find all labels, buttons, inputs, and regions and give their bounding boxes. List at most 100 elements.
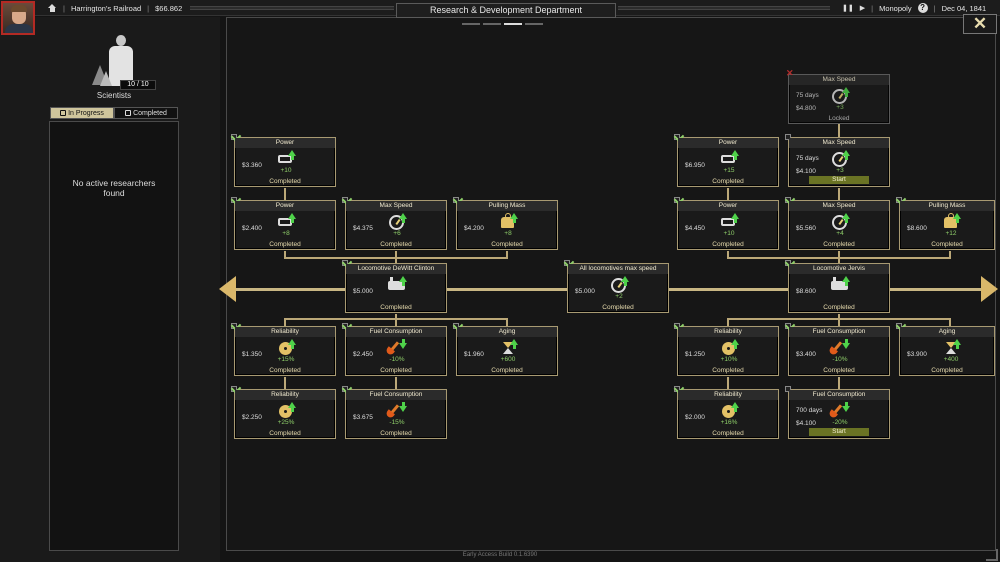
checkbox-icon [453, 323, 459, 329]
research-node-reliability[interactable]: Reliability $1.250 +10% Completed [673, 320, 779, 376]
node-status: Completed [380, 241, 412, 248]
research-node-reliability[interactable]: Reliability $2.250 +25% Completed [230, 383, 336, 439]
flask-icon [100, 71, 112, 86]
research-node-max-speed-locked[interactable]: ✕ Max Speed 75 days $4.800 +3 Locked [786, 68, 890, 124]
node-title: All locomotives max speed [568, 264, 668, 274]
research-node-reliability[interactable]: Reliability $2.000 +16% Completed [673, 383, 779, 439]
help-icon[interactable]: ? [917, 3, 928, 13]
active-research-list[interactable]: No active researchers found [49, 121, 179, 551]
node-title: Reliability [678, 390, 778, 400]
player-avatar[interactable] [1, 1, 35, 35]
scroll-left-arrow-icon[interactable] [219, 276, 236, 302]
resize-handle-icon[interactable] [986, 549, 998, 561]
play-icon[interactable]: ▶ [859, 5, 866, 12]
node-title: Power [235, 201, 335, 211]
separator: | [871, 3, 874, 13]
scroll-right-arrow-icon[interactable] [981, 276, 998, 302]
node-status: Completed [269, 241, 301, 248]
shovel-icon [387, 339, 407, 356]
tab-in-progress[interactable]: In Progress [50, 107, 114, 119]
pause-icon[interactable]: ❚❚ [842, 5, 854, 12]
node-title: Max Speed [789, 75, 889, 85]
gear-icon [276, 402, 296, 419]
research-node-reliability[interactable]: Reliability $1.350 +15% Completed [230, 320, 336, 376]
node-price: $4.200 [464, 225, 484, 232]
tree-connector [395, 314, 397, 326]
research-node-pulling-mass[interactable]: Pulling Mass $4.200 +8 Completed [452, 194, 558, 250]
game-mode: Monopoly [879, 3, 912, 13]
research-node-power[interactable]: Power $6.950 +15 Completed [673, 131, 779, 187]
research-node-max-speed[interactable]: Max Speed 75 days $4.100 +3 Start [785, 134, 890, 187]
node-status: Completed [931, 367, 963, 374]
top-bar-divider [618, 6, 830, 10]
node-days: 700 days [796, 407, 823, 414]
node-price: $3.400 [796, 351, 816, 358]
node-value: +10% [720, 356, 738, 363]
top-bar-divider [190, 6, 394, 10]
node-price: $5.000 [575, 288, 595, 295]
node-price: $1.250 [685, 351, 705, 358]
horn-icon [719, 213, 739, 230]
separator: | [147, 3, 150, 13]
node-value: +3 [836, 167, 844, 174]
node-price: $2.450 [353, 351, 373, 358]
node-status: Completed [491, 367, 523, 374]
checkbox-icon [674, 323, 680, 329]
page-dot[interactable] [525, 23, 543, 25]
page-dot[interactable] [483, 23, 501, 25]
home-icon[interactable] [48, 3, 57, 13]
node-title: Locomotive DeWitt Clinton [346, 264, 446, 274]
research-node-power[interactable]: Power $4.450 +10 Completed [673, 194, 779, 250]
research-node-locomotive-jervis[interactable]: Locomotive Jervis $8.600 Completed [784, 257, 890, 313]
research-node-fuel-consumption[interactable]: Fuel Consumption 700 days $4.100 -20% St… [785, 386, 890, 439]
research-node-aging[interactable]: Aging $1.960 +600 Completed [452, 320, 558, 376]
checkbox-icon [674, 134, 680, 140]
locked-x-icon: ✕ [786, 68, 794, 78]
node-price: $4.100 [796, 168, 816, 175]
node-value: +25% [277, 419, 295, 426]
node-price: $5.560 [796, 225, 816, 232]
close-button[interactable]: ✕ [963, 14, 997, 34]
research-node-locomotive-dewitt-clinton[interactable]: Locomotive DeWitt Clinton $5.000 Complet… [341, 257, 447, 313]
research-node-all-locomotives-max-speed[interactable]: All locomotives max speed $5.000 +2 Comp… [563, 257, 669, 313]
node-title: Locomotive Jervis [789, 264, 889, 274]
tree-connector [838, 314, 840, 326]
node-title: Max Speed [789, 138, 889, 148]
node-price: $4.100 [796, 420, 816, 427]
research-node-max-speed[interactable]: Max Speed $5.560 +4 Completed [784, 194, 890, 250]
tab-completed[interactable]: Completed [114, 107, 178, 119]
tree-connector [284, 251, 286, 258]
node-title: Aging [900, 327, 994, 337]
checkbox-icon [785, 323, 791, 329]
tree-connector [284, 377, 286, 389]
research-node-fuel-consumption[interactable]: Fuel Consumption $3.675 -15% Completed [341, 383, 447, 439]
research-node-max-speed[interactable]: Max Speed $4.375 +6 Completed [341, 194, 447, 250]
research-node-fuel-consumption[interactable]: Fuel Consumption $3.400 -10% Completed [784, 320, 890, 376]
tree-connector [727, 251, 729, 258]
node-title: Reliability [678, 327, 778, 337]
node-title: Fuel Consumption [789, 390, 889, 400]
tree-connector [284, 188, 286, 200]
checkbox-icon [674, 386, 680, 392]
start-research-button[interactable]: Start [809, 176, 869, 184]
company-name[interactable]: Harrington's Railroad [70, 3, 142, 13]
research-node-power[interactable]: Power $2.400 +8 Completed [230, 194, 336, 250]
research-node-aging[interactable]: Aging $3.900 +400 Completed [895, 320, 995, 376]
page-dot[interactable] [462, 23, 480, 25]
research-node-pulling-mass[interactable]: Pulling Mass $8.600 +12 Completed [895, 194, 995, 250]
hourglass-icon [498, 339, 518, 356]
node-value: +15% [277, 356, 295, 363]
start-research-button[interactable]: Start [809, 428, 869, 436]
tree-connector [838, 124, 840, 137]
node-status: Completed [380, 304, 412, 311]
gear-icon [719, 339, 739, 356]
node-status: Completed [712, 241, 744, 248]
node-status: Completed [491, 241, 523, 248]
node-value: +600 [500, 356, 516, 363]
left-panel: 10 / 10 Scientists In Progress Completed… [0, 17, 220, 562]
page-dot-active[interactable] [504, 23, 522, 25]
research-node-power[interactable]: Power $3.360 +10 Completed [230, 131, 336, 187]
game-controls: ❚❚ ▶ | Monopoly ? | Dec 04, 1841 [842, 2, 986, 14]
research-node-fuel-consumption[interactable]: Fuel Consumption $2.450 -10% Completed [341, 320, 447, 376]
node-status: Completed [269, 178, 301, 185]
